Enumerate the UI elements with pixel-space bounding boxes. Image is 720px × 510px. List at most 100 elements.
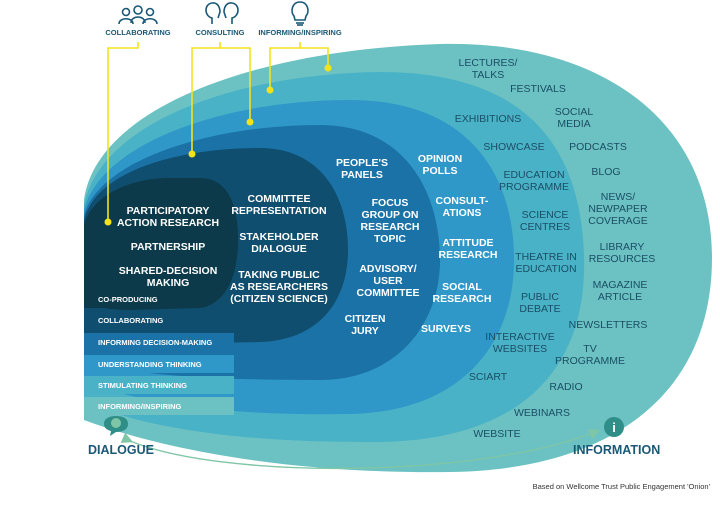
ring3-item: POLLS (422, 165, 457, 177)
ring5-item: AS RESEARCHERS (230, 281, 328, 293)
ring4-item: COMMITTEE (357, 287, 420, 299)
band-understanding-thinking-bg (84, 355, 234, 373)
ring1-item: TV (583, 343, 596, 355)
ring2-item: PUBLIC (521, 291, 559, 303)
dialogue-information-arrow (120, 428, 601, 470)
ring2-item: SCIENCE (522, 209, 569, 221)
band-informing-decision-making-bg (84, 333, 234, 351)
connector-dots (104, 64, 332, 226)
ring2-item: SHOWCASE (483, 141, 544, 153)
ring1-item: RADIO (549, 381, 582, 393)
ring1-item: BLOG (591, 166, 620, 178)
ring5-item: DIALOGUE (251, 243, 306, 255)
band-informing-inspiring-bg (84, 397, 234, 415)
ring1-item: NEWSLETTERS (569, 319, 648, 331)
ring4-item: FOCUS (372, 197, 409, 209)
band-stimulating-thinking: STIMULATING THINKING (98, 381, 187, 390)
left-bands: CO-PRODUCING COLLABORATING INFORMING DEC… (84, 290, 234, 415)
ring4-item: JURY (351, 325, 379, 337)
category-informing-inspiring: INFORMING/INSPIRING (258, 28, 342, 37)
ring3-item: RESEARCH (433, 293, 492, 305)
info-icon: i (604, 417, 624, 437)
connector-consulting-inner (220, 47, 251, 120)
ring1-item: LIBRARY (600, 241, 645, 253)
ring5-item: (CITIZEN SCIENCE) (230, 293, 327, 305)
ring1-item: TALKS (472, 69, 504, 81)
connector-informing (269, 42, 301, 88)
core-item: MAKING (147, 277, 190, 289)
people-group-icon (118, 5, 158, 25)
connectors (107, 42, 329, 220)
ring1-item: ARTICLE (598, 291, 642, 303)
ring4-item: ADVISORY/ (359, 263, 416, 275)
ring1-item: MEDIA (557, 118, 590, 130)
dialogue-label: DIALOGUE (88, 443, 154, 457)
chat-bubble-icon (104, 416, 128, 436)
ring3-item: SURVEYS (421, 323, 471, 335)
ring3-item: ATTITUDE (442, 237, 493, 249)
ring5-item: COMMITTEE (248, 193, 311, 205)
footnote: Based on Wellcome Trust Public Engagemen… (533, 482, 711, 491)
ring1-item: NEWS/ (601, 191, 636, 203)
svg-text:i: i (612, 420, 616, 435)
ring3-item: ATIONS (443, 207, 482, 219)
ring2-item: PROGRAMME (499, 181, 569, 193)
ring1-item: FESTIVALS (510, 83, 566, 95)
band-collaborating-bg (84, 311, 234, 329)
ring2-item: EXHIBITIONS (455, 113, 522, 125)
ring4-item: GROUP ON (362, 209, 419, 221)
ring2-items: EXHIBITIONS SHOWCASE EDUCATION PROGRAMME… (455, 113, 577, 440)
band-informing-inspiring: INFORMING/INSPIRING (98, 402, 182, 411)
ring4-item: PEOPLE'S (336, 157, 388, 169)
ring5-item: TAKING PUBLIC (238, 269, 320, 281)
ring3-item: SOCIAL (442, 281, 482, 293)
ring2-item: WEBSITES (493, 343, 547, 355)
ring5-item: STAKEHOLDER (239, 231, 319, 243)
ring2-item: WEBSITE (473, 428, 520, 440)
ring1-item: COVERAGE (588, 215, 648, 227)
band-collaborating: COLLABORATING (98, 316, 163, 325)
ring1-items: LECTURES/ TALKS FESTIVALS SOCIAL MEDIA P… (459, 57, 656, 393)
ring1-item: MAGAZINE (593, 279, 648, 291)
band-co-producing: CO-PRODUCING (98, 295, 158, 304)
ring2-item: DEBATE (519, 303, 560, 315)
connector-consulting-outer (191, 42, 221, 152)
core-item: PARTNERSHIP (131, 241, 205, 253)
ring-core (84, 178, 238, 310)
ring1-item: SOCIAL (555, 106, 594, 118)
ring1-item: LECTURES/ (459, 57, 518, 69)
band-understanding-thinking: UNDERSTANDING THINKING (98, 360, 202, 369)
ring4-item: CITIZEN (345, 313, 386, 325)
ring2-item: EDUCATION (503, 169, 564, 181)
ring4-item: RESEARCH (361, 221, 420, 233)
ring4-items: PEOPLE'S PANELS FOCUS GROUP ON RESEARCH … (336, 157, 420, 337)
ring2-item: WEBINARS (514, 407, 570, 419)
ring4-item: TOPIC (374, 233, 406, 245)
ring1-item: PODCASTS (569, 141, 627, 153)
ring5-item: REPRESENTATION (231, 205, 326, 217)
ring2-item: EDUCATION (515, 263, 576, 275)
ring3-items: OPINION POLLS CONSULT- ATIONS ATTITUDE R… (418, 153, 498, 335)
ring1-item: PROGRAMME (555, 355, 625, 367)
lightbulb-icon (291, 1, 309, 26)
ring3-item: CONSULT- (436, 195, 489, 207)
ring1-item: RESOURCES (589, 253, 656, 265)
ring2-item: CENTRES (520, 221, 570, 233)
ring2-item: THEATRE IN (515, 251, 577, 263)
core-item: PARTICIPATORY (127, 205, 210, 217)
connector-informing-tip (300, 47, 329, 68)
two-heads-icon (205, 2, 239, 24)
core-item: ACTION RESEARCH (117, 217, 219, 229)
category-collaborating: COLLABORATING (105, 28, 170, 37)
ring2-item: SCIART (469, 371, 508, 383)
category-consulting: CONSULTING (195, 28, 244, 37)
ring3-item: OPINION (418, 153, 462, 165)
band-stimulating-thinking-bg (84, 376, 234, 394)
ring5-items: COMMITTEE REPRESENTATION STAKEHOLDER DIA… (230, 193, 328, 305)
ring2-item: INTERACTIVE (485, 331, 554, 343)
ring3-item: RESEARCH (439, 249, 498, 261)
connector-collaborating (107, 42, 139, 220)
band-informing-decision-making: INFORMING DECISION-MAKING (98, 338, 212, 347)
ring4-item: PANELS (341, 169, 383, 181)
